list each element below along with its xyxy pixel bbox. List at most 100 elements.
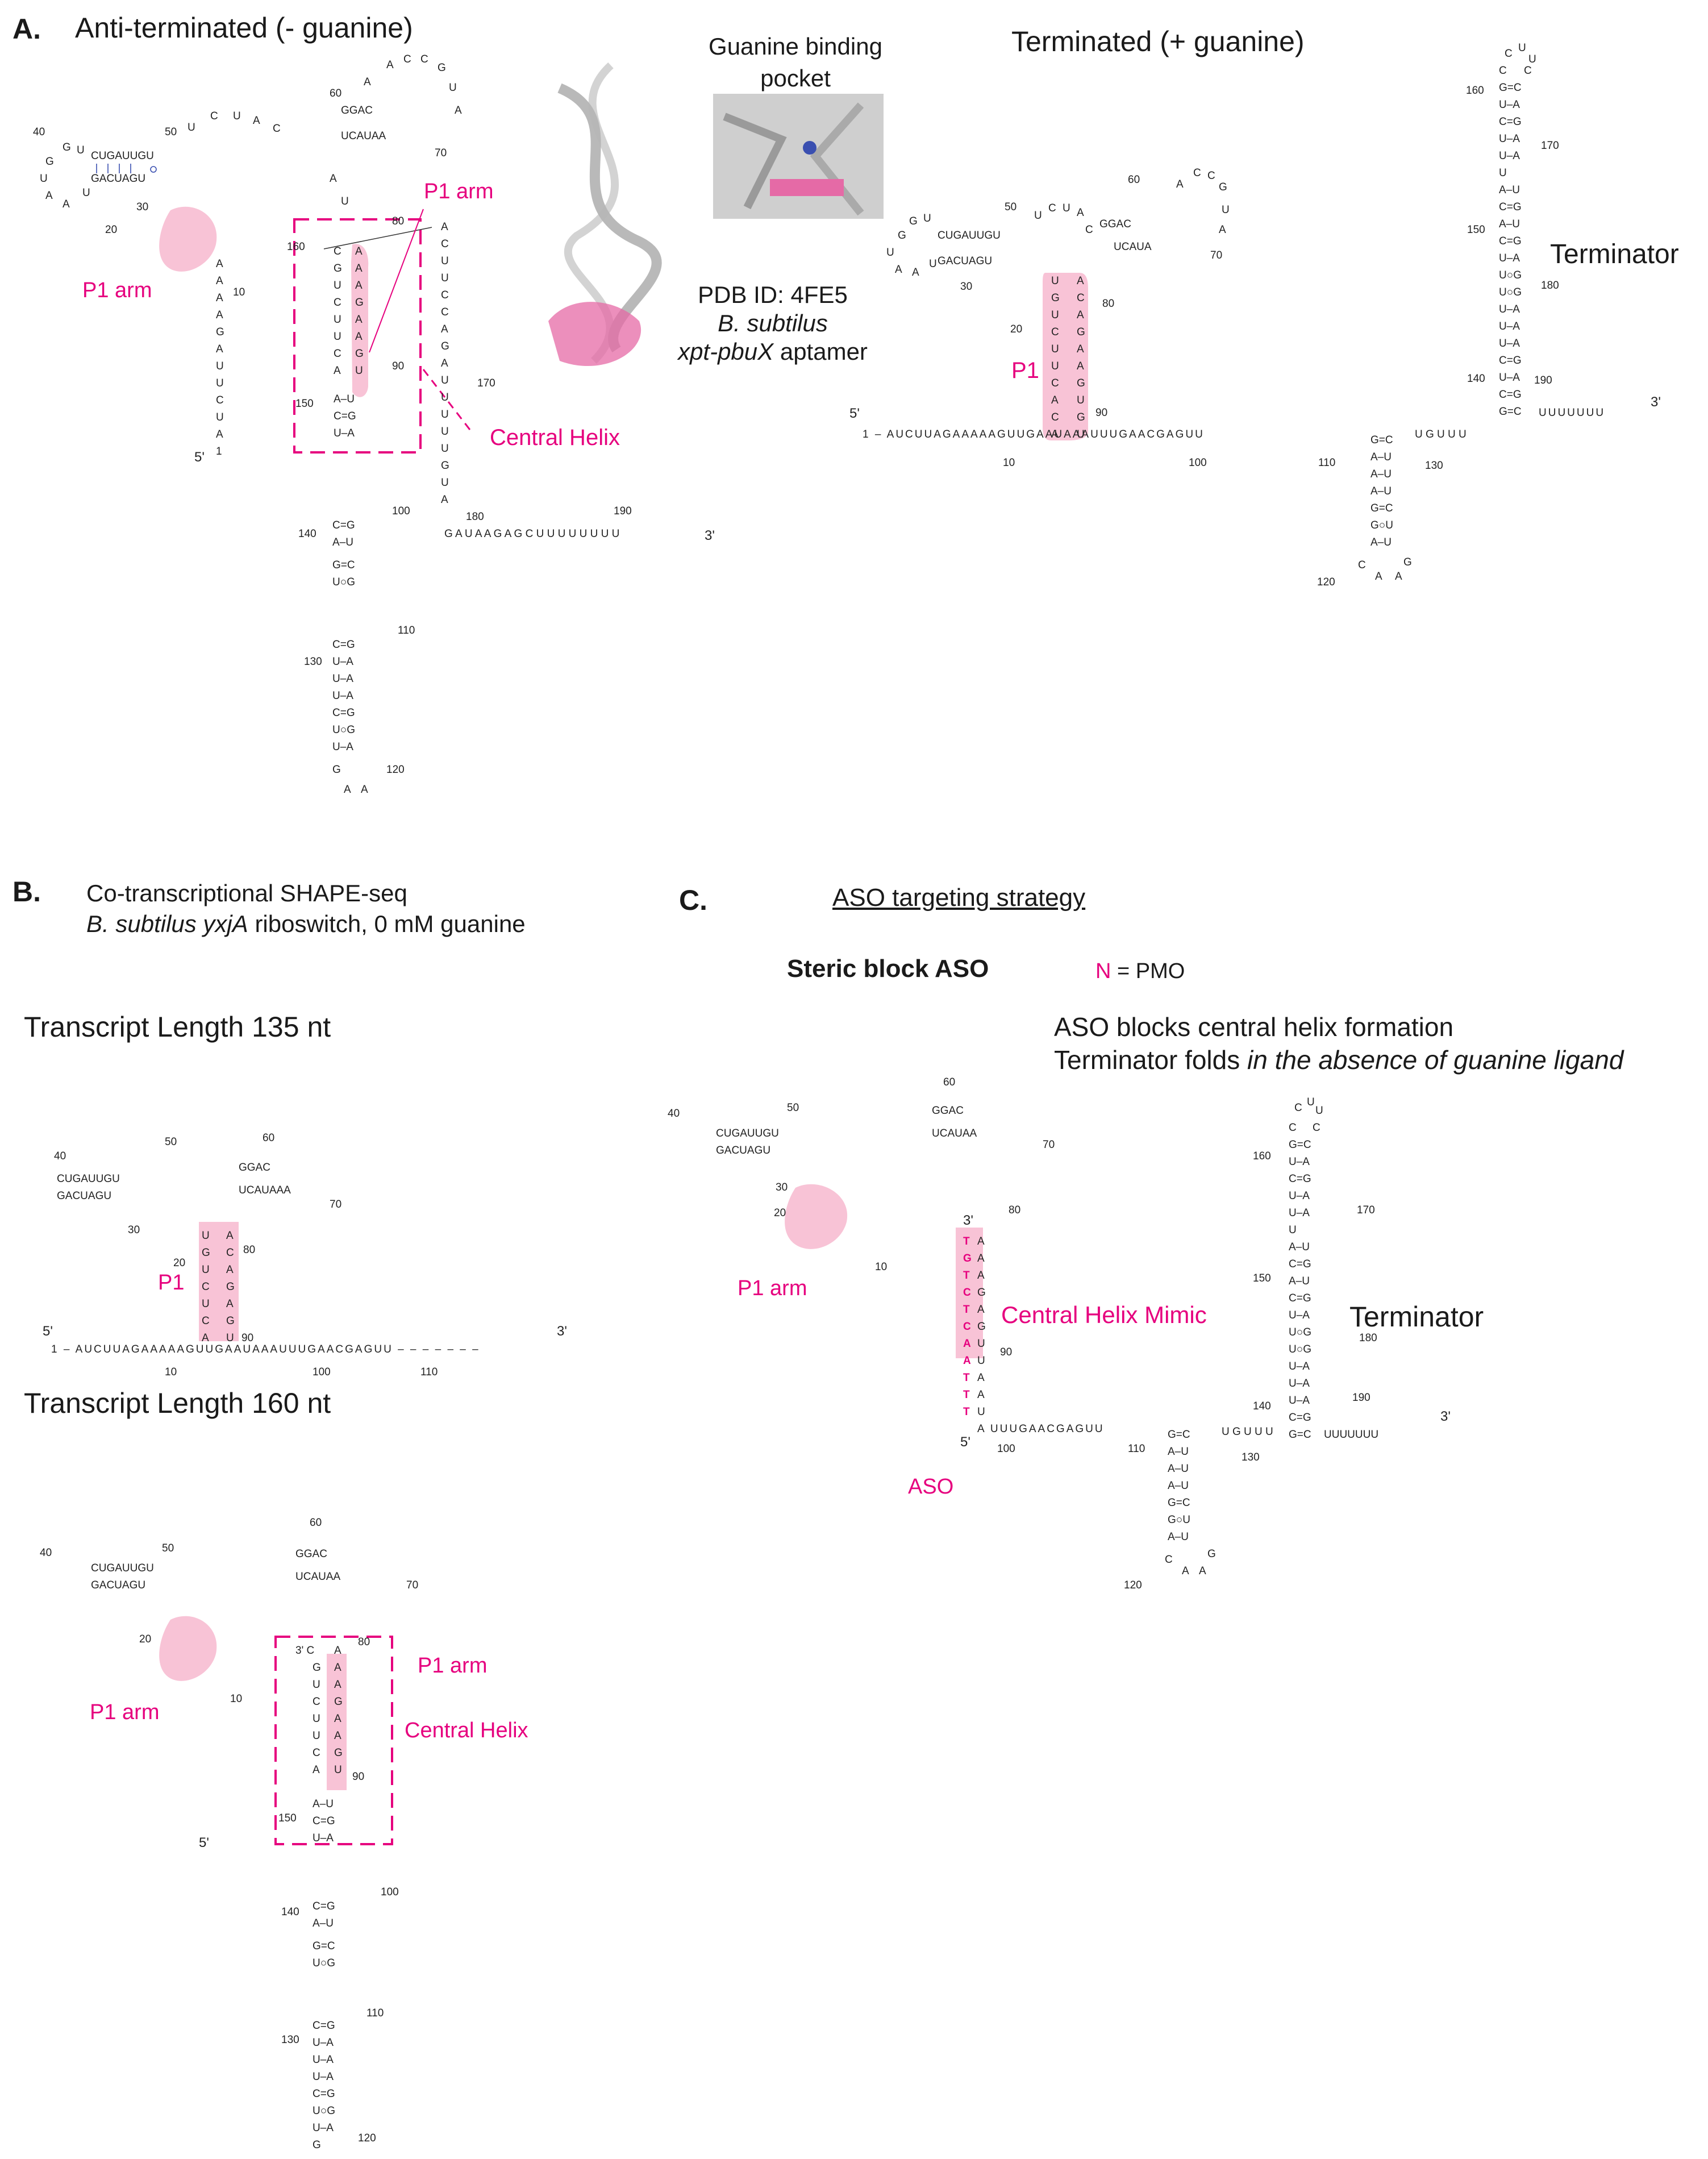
svg-text:G=C: G=C: [1499, 406, 1522, 418]
num-120-c: 120: [1124, 1579, 1142, 1591]
shape-seq-line2: B. subtilus yxjA riboswitch, 0 mM guanin…: [86, 910, 526, 938]
num-20-c: 20: [774, 1207, 786, 1219]
svg-text:G: G: [202, 1247, 210, 1259]
svg-text:A–U: A–U: [334, 393, 355, 405]
svg-text:A: A: [1077, 275, 1084, 287]
svg-text:U: U: [449, 82, 457, 94]
svg-text:UUUUUUU: UUUUUUU: [1324, 1429, 1378, 1441]
num-50-b160: 50: [162, 1542, 174, 1554]
svg-text:U: U: [441, 375, 449, 386]
p1-highlight-135: [199, 1222, 239, 1341]
svg-text:1: 1: [216, 446, 222, 457]
steric-block-label: Steric block ASO: [787, 955, 989, 983]
svg-text:A: A: [216, 343, 223, 355]
svg-text:U–A: U–A: [1289, 1361, 1310, 1372]
svg-text:C: C: [1051, 377, 1059, 389]
transcript-135-heading: Transcript Length 135 nt: [24, 1011, 331, 1043]
svg-text:GACUAGU: GACUAGU: [91, 1579, 145, 1591]
num-160-t: 160: [1466, 85, 1484, 97]
svg-text:C=G: C=G: [334, 410, 356, 422]
svg-text:U–A: U–A: [1499, 133, 1520, 145]
svg-text:U–A: U–A: [1289, 1395, 1310, 1407]
num-80-b160: 80: [358, 1636, 370, 1648]
p1-label-a: P1: [1011, 358, 1039, 383]
aso-line2-ital: in the absence of guanine ligand: [1247, 1045, 1624, 1075]
svg-text:C: C: [1077, 292, 1085, 304]
svg-text:G: G: [226, 1281, 235, 1293]
svg-text:U: U: [977, 1406, 985, 1418]
svg-text:A: A: [364, 76, 371, 88]
guanine-pocket-label: Guanine binding pocket: [709, 33, 882, 91]
svg-text:A–U: A–U: [1499, 218, 1520, 230]
svg-text:A: A: [977, 1270, 985, 1282]
num-20-b135: 20: [173, 1257, 185, 1269]
svg-text:U: U: [334, 314, 341, 326]
svg-text:GGAC: GGAC: [295, 1548, 327, 1560]
num-40-c: 40: [668, 1108, 680, 1120]
num-190-t: 190: [1534, 375, 1552, 386]
p1-arm-label-c: P1 arm: [738, 1276, 807, 1300]
svg-text:C=G: C=G: [1499, 355, 1522, 367]
num-190-a: 190: [614, 505, 632, 517]
svg-text:G=C: G=C: [313, 1940, 335, 1952]
svg-text:T: T: [963, 1389, 970, 1401]
svg-text:C=G: C=G: [1499, 389, 1522, 401]
num-70-a: 70: [435, 147, 447, 159]
svg-text:G: G: [898, 230, 906, 242]
svg-text:U–A: U–A: [313, 2054, 334, 2066]
p1-arm-label-b-center: P1 arm: [418, 1654, 488, 1678]
svg-text:U–A: U–A: [1289, 1378, 1310, 1390]
svg-text:A–U: A–U: [313, 1917, 334, 1929]
svg-text:A: A: [216, 309, 223, 321]
svg-text:A–U: A–U: [313, 1798, 334, 1810]
svg-text:GGAC: GGAC: [239, 1162, 270, 1174]
svg-text:A: A: [441, 221, 448, 233]
svg-text:C: C: [313, 1747, 320, 1759]
num-110-b160: 110: [366, 2007, 384, 2019]
svg-text:U: U: [40, 173, 48, 185]
svg-text:U–A: U–A: [1499, 338, 1520, 350]
num-120-t: 120: [1317, 576, 1335, 588]
svg-text:C: C: [441, 306, 449, 318]
svg-text:U–A: U–A: [313, 2071, 334, 2083]
svg-text:A: A: [441, 357, 448, 369]
p1-arm-highlight-b: [159, 1616, 217, 1681]
svg-text:A: A: [202, 1332, 209, 1344]
num-50-t: 50: [1005, 201, 1017, 213]
svg-text:A: A: [912, 267, 919, 278]
svg-text:A: A: [355, 263, 363, 274]
svg-text:A: A: [216, 429, 223, 440]
svg-text:C=G: C=G: [313, 2020, 335, 2032]
svg-text:A–U: A–U: [1168, 1446, 1189, 1458]
svg-text:U: U: [1063, 202, 1070, 214]
num-70-t: 70: [1210, 249, 1222, 261]
svg-text:A: A: [963, 1355, 971, 1367]
svg-text:A: A: [216, 275, 223, 287]
svg-text:G: G: [334, 1747, 343, 1759]
svg-text:C=G: C=G: [313, 1815, 335, 1827]
svg-text:C: C: [210, 110, 218, 122]
num-180-a: 180: [466, 511, 484, 523]
svg-text:U: U: [1077, 394, 1085, 406]
svg-text:C: C: [1207, 170, 1215, 182]
svg-text:U–A: U–A: [1499, 321, 1520, 332]
svg-text:G: G: [438, 62, 446, 74]
svg-text:G: G: [45, 156, 54, 168]
svg-text:G: G: [963, 1253, 972, 1264]
aso-strategy-title: ASO targeting strategy: [832, 884, 1086, 912]
svg-text:U: U: [202, 1230, 210, 1242]
svg-text:G=C: G=C: [1370, 502, 1393, 514]
svg-text:A: A: [344, 784, 351, 796]
svg-text:U: U: [441, 255, 449, 267]
num-160-c: 160: [1253, 1150, 1271, 1162]
svg-text:G: G: [355, 348, 364, 360]
num-10-t: 10: [1003, 457, 1015, 469]
panel-a-structures: AAA AGA UUC UA1 5' 40 50 30 20 10 CUGAUU…: [33, 42, 1661, 796]
svg-text:U–A: U–A: [1499, 252, 1520, 264]
svg-text:CUGAUUGU: CUGAUUGU: [938, 230, 1001, 242]
svg-text:A: A: [977, 1236, 985, 1247]
svg-text:U○G: U○G: [313, 1957, 335, 1969]
svg-text:A: A: [226, 1230, 234, 1242]
